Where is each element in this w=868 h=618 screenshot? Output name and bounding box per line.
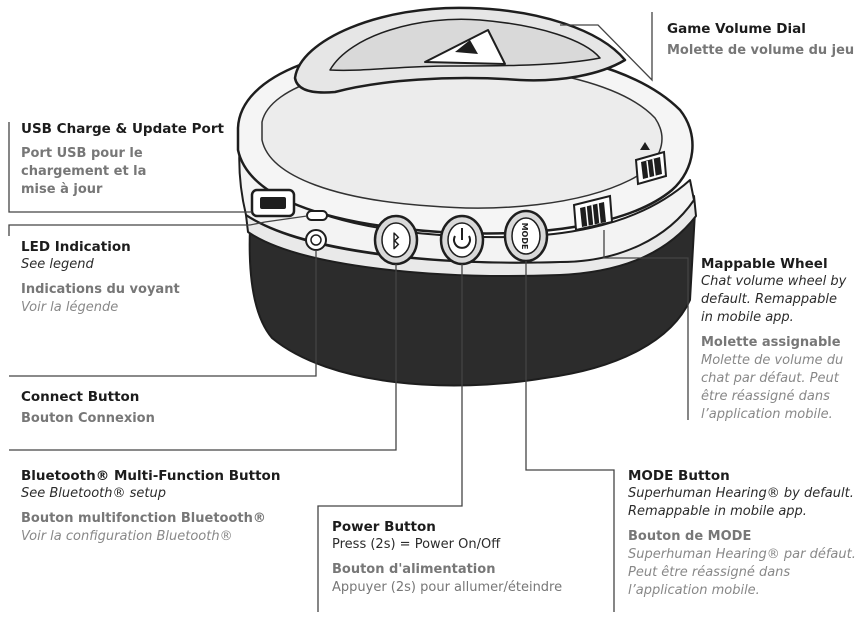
bluetooth-button[interactable]: ᛒ <box>373 214 419 266</box>
callout-mappable: Mappable Wheel Chat volume wheel by defa… <box>701 255 866 424</box>
power-fr-title: Bouton d'alimentation <box>332 562 496 577</box>
mode-fr-title: Bouton de MODE <box>628 529 752 544</box>
power-fr-desc: Appuyer (2s) pour allumer/éteindre <box>332 580 563 595</box>
leader-bluetooth <box>9 264 397 451</box>
callout-bluetooth: Bluetooth® Multi-Function Button See Blu… <box>21 467 280 546</box>
leader-game-volume <box>560 12 653 82</box>
callout-connect: Connect Button Bouton Connexion <box>21 388 155 428</box>
game-volume-title: Game Volume Dial <box>667 21 806 37</box>
mappable-title: Mappable Wheel <box>701 256 828 272</box>
callout-power: Power Button Press (2s) = Power On/Off B… <box>332 518 562 597</box>
mappable-fr-title: Molette assignable <box>701 335 841 350</box>
led-fr-subtitle: Voir la légende <box>21 300 119 315</box>
headset-earcup <box>236 6 697 387</box>
connect-title: Connect Button <box>21 389 140 405</box>
bluetooth-icon: ᛒ <box>391 231 402 252</box>
mappable-subtitle: Chat volume wheel by default. Remappable… <box>701 274 847 325</box>
leader-usb <box>8 122 252 213</box>
earcup-side-panel <box>238 139 695 264</box>
volume-up-icon <box>640 142 650 150</box>
callout-mode: MODE Button Superhuman Hearing® by defau… <box>628 467 866 600</box>
mappable-wheel[interactable] <box>572 194 614 232</box>
mappable-fr-subtitle: Molette de volume du chat par défaut. Pe… <box>701 353 844 422</box>
bluetooth-fr-subtitle: Voir la configuration Bluetooth® <box>21 529 233 544</box>
led-title: LED Indication <box>21 239 131 255</box>
callout-usb-port: USB Charge & Update Port Port USB pour l… <box>21 120 224 199</box>
usb-port-title: USB Charge & Update Port <box>21 121 224 137</box>
leader-connect <box>9 250 317 377</box>
bluetooth-subtitle: See Bluetooth® setup <box>21 486 166 501</box>
leader-power <box>317 264 463 612</box>
bluetooth-title: Bluetooth® Multi-Function Button <box>21 468 281 484</box>
bluetooth-fr-title: Bouton multifonction Bluetooth® <box>21 511 266 526</box>
mode-fr-subtitle: Superhuman Hearing® par défaut. Peut êtr… <box>628 547 856 598</box>
leader-mode <box>525 261 615 612</box>
power-button[interactable] <box>439 214 485 266</box>
usb-port[interactable] <box>250 188 296 218</box>
leader-lines <box>8 12 689 612</box>
mode-button-label: MODE <box>520 223 529 250</box>
led-subtitle: See legend <box>21 257 94 272</box>
power-title: Power Button <box>332 519 436 535</box>
mode-title: MODE Button <box>628 468 730 484</box>
connect-button[interactable] <box>305 229 327 251</box>
game-volume-fr-title: Molette de volume du jeu <box>667 43 855 58</box>
led-indicator <box>306 210 328 221</box>
brand-logo-mark <box>455 40 478 54</box>
led-fr-title: Indications du voyant <box>21 282 180 297</box>
usb-port-fr-title: Port USB pour le chargement et la mise à… <box>21 146 147 197</box>
leader-led <box>8 215 308 236</box>
callout-led: LED Indication See legend Indications du… <box>21 238 180 317</box>
game-volume-dial[interactable] <box>634 142 668 186</box>
mode-button[interactable]: MODE <box>503 209 549 263</box>
connect-fr-title: Bouton Connexion <box>21 411 155 426</box>
callout-game-volume: Game Volume Dial Molette de volume du je… <box>667 20 854 60</box>
leader-mappable <box>603 230 689 420</box>
power-icon <box>453 228 471 249</box>
mode-subtitle: Superhuman Hearing® by default. Remappab… <box>628 486 854 519</box>
power-desc: Press (2s) = Power On/Off <box>332 537 501 552</box>
